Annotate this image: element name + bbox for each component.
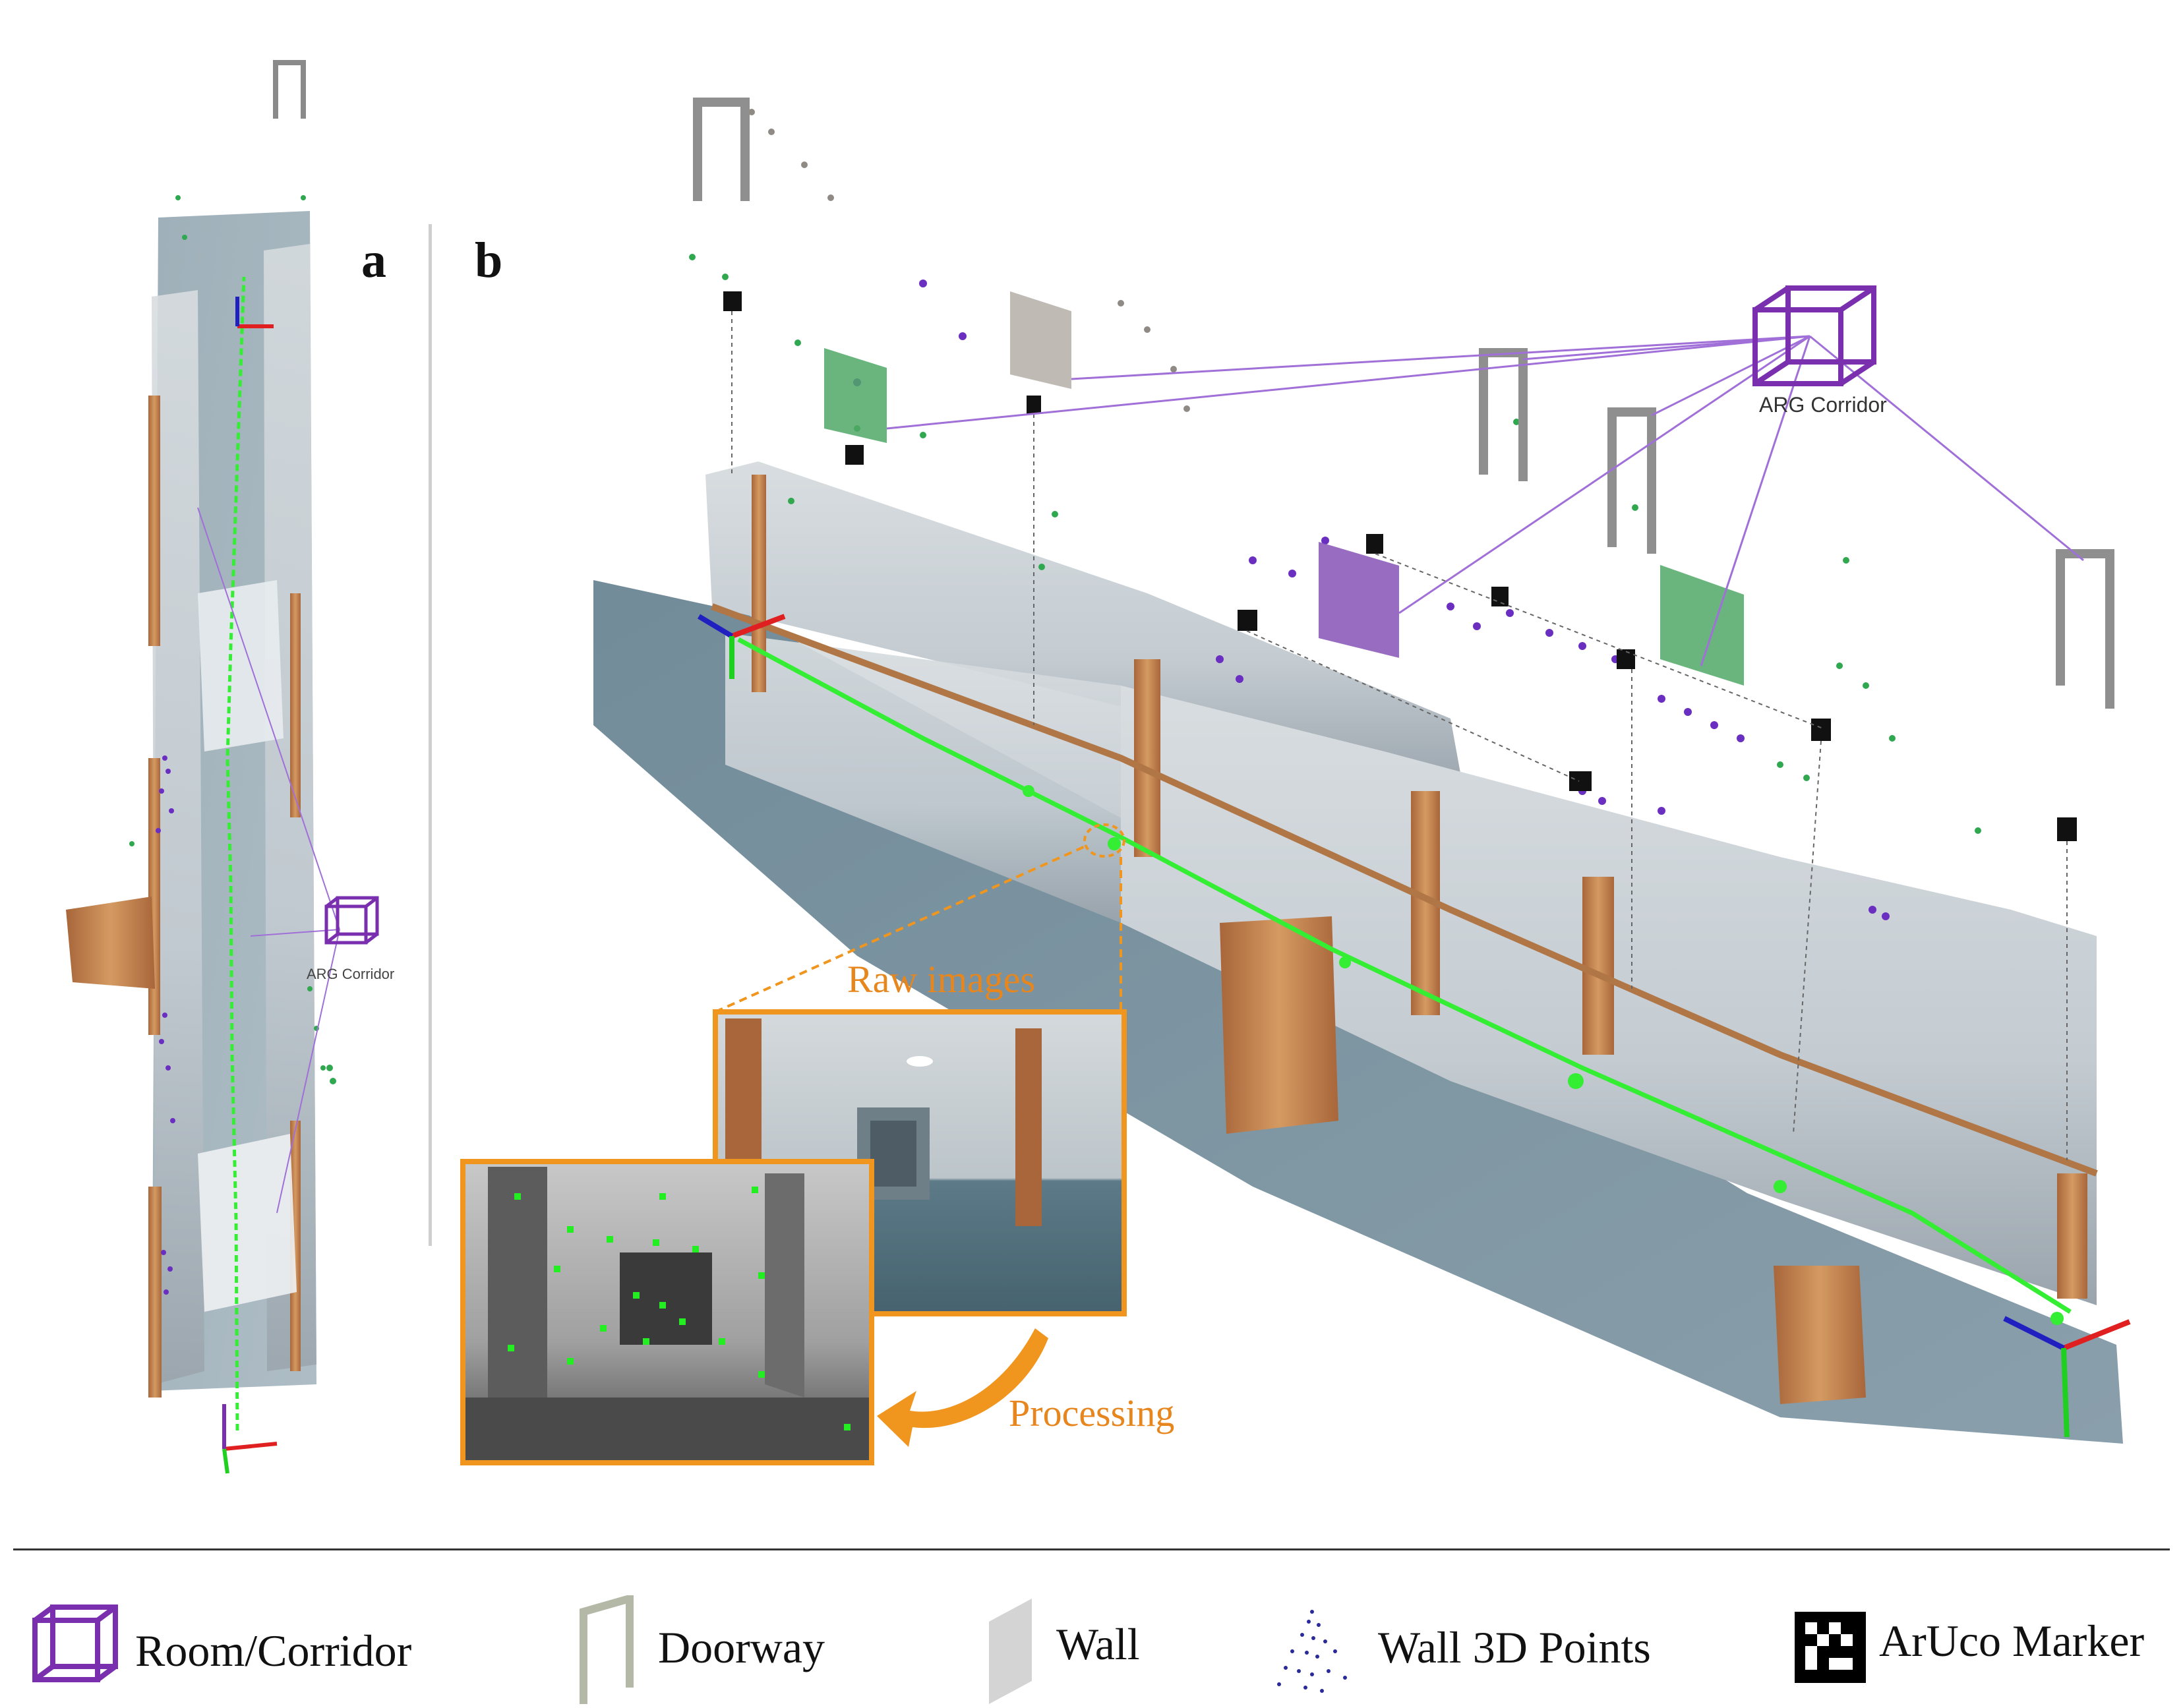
wall-icon [989,1599,1032,1704]
aruco-marker-icon [1491,587,1509,606]
doorway-icon [580,1595,634,1704]
wall-points-icon [1277,1610,1347,1693]
room-node-label: ARG Corridor [1759,393,1887,417]
aruco-marker-icon [845,445,864,465]
aruco-marker-icon [1027,396,1041,414]
legend-divider [13,1548,2170,1550]
legend-label-aruco: ArUco Marker [1879,1616,2145,1666]
aruco-marker-icon [1238,610,1257,631]
processing-arrow-icon [877,1328,1048,1447]
room-node-label-small: ARG Corridor [307,966,394,982]
legend-label-wall-points: Wall 3D Points [1378,1622,1651,1672]
legend-label-room: Room/Corridor [135,1626,412,1676]
aruco-marker-icon [1617,649,1635,669]
processed-image-inset [460,1159,874,1465]
doorway-icon [2056,549,2114,709]
wall-plane-green-left [824,348,887,443]
inset-raw-title: Raw images [847,958,1036,1001]
room-cube-icon [32,1605,118,1682]
aruco-marker-icon [2057,817,2077,841]
aruco-marker-icon [1366,534,1383,554]
panel-b-map [593,98,2131,1444]
panel-a-map [66,60,340,1474]
aruco-marker-icon [1569,771,1592,791]
legend-label-doorway: Doorway [658,1622,825,1672]
legend-label-wall: Wall [1056,1619,1140,1669]
wall-plane-green-right [1660,565,1744,686]
aruco-marker-icon [1795,1612,1866,1683]
doorway-icon [693,98,750,201]
aruco-marker-icon [723,291,742,311]
room-node [1752,285,1876,386]
aruco-marker-icon [1811,719,1831,741]
inset-processing-label: Processing [1009,1392,1175,1434]
panel-label-a: a [361,233,386,288]
panel-divider [429,224,432,1246]
wall-plane-purple [1319,542,1399,658]
doorway-icon [1607,407,1656,554]
wall-plane-gray [1010,291,1071,389]
doorway-icon [1479,348,1528,481]
room-node-small [324,896,379,945]
panel-label-b: b [475,233,503,288]
